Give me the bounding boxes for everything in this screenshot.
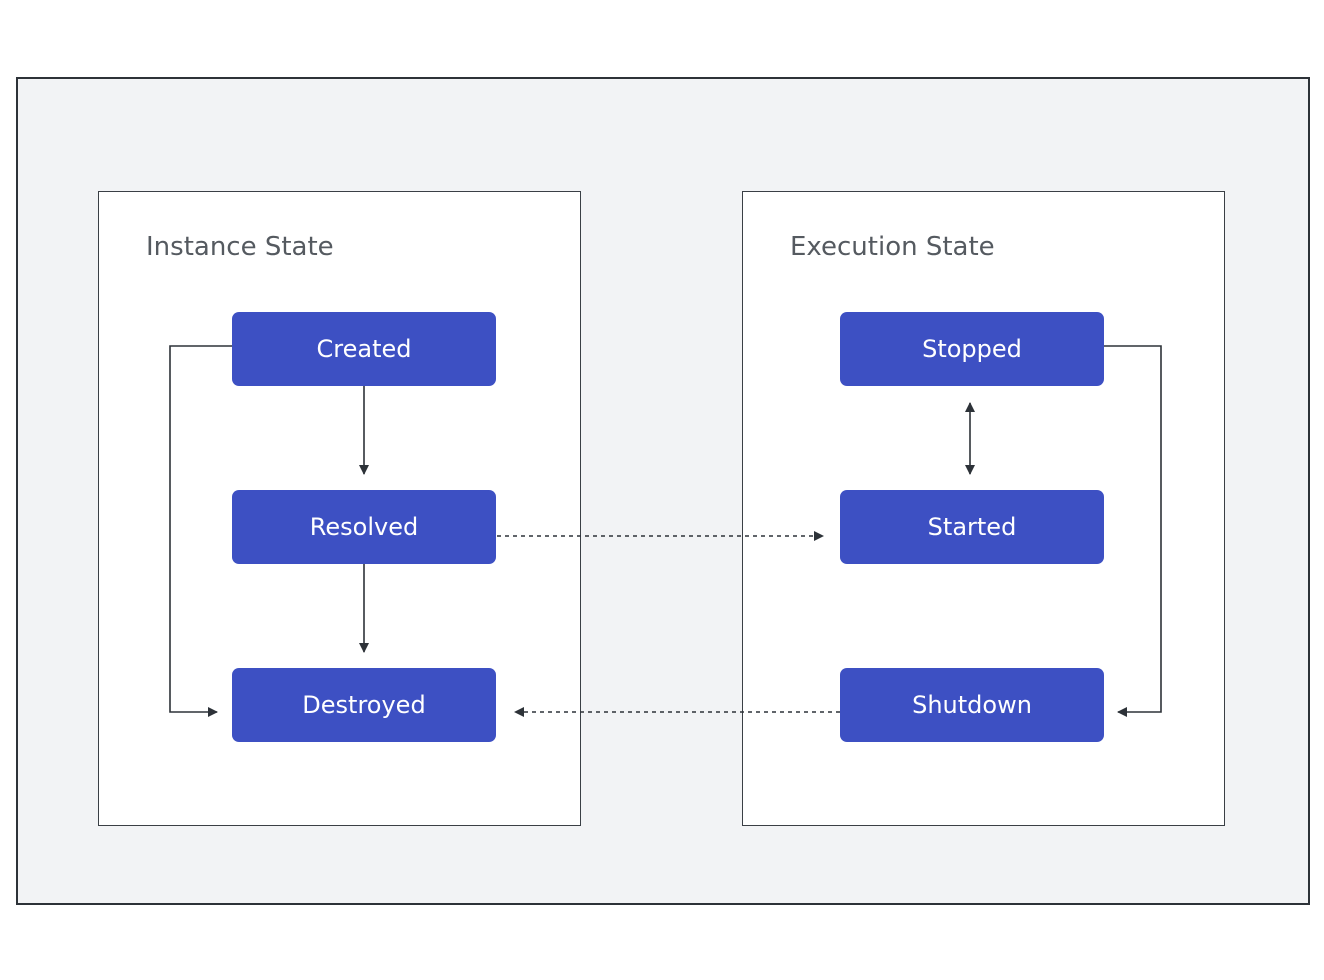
node-destroyed: Destroyed [232,668,496,742]
node-shutdown: Shutdown [840,668,1104,742]
instance-state-title: Instance State [146,232,334,262]
node-started: Started [840,490,1104,564]
node-resolved: Resolved [232,490,496,564]
node-created: Created [232,312,496,386]
node-stopped: Stopped [840,312,1104,386]
execution-state-title: Execution State [790,232,995,262]
